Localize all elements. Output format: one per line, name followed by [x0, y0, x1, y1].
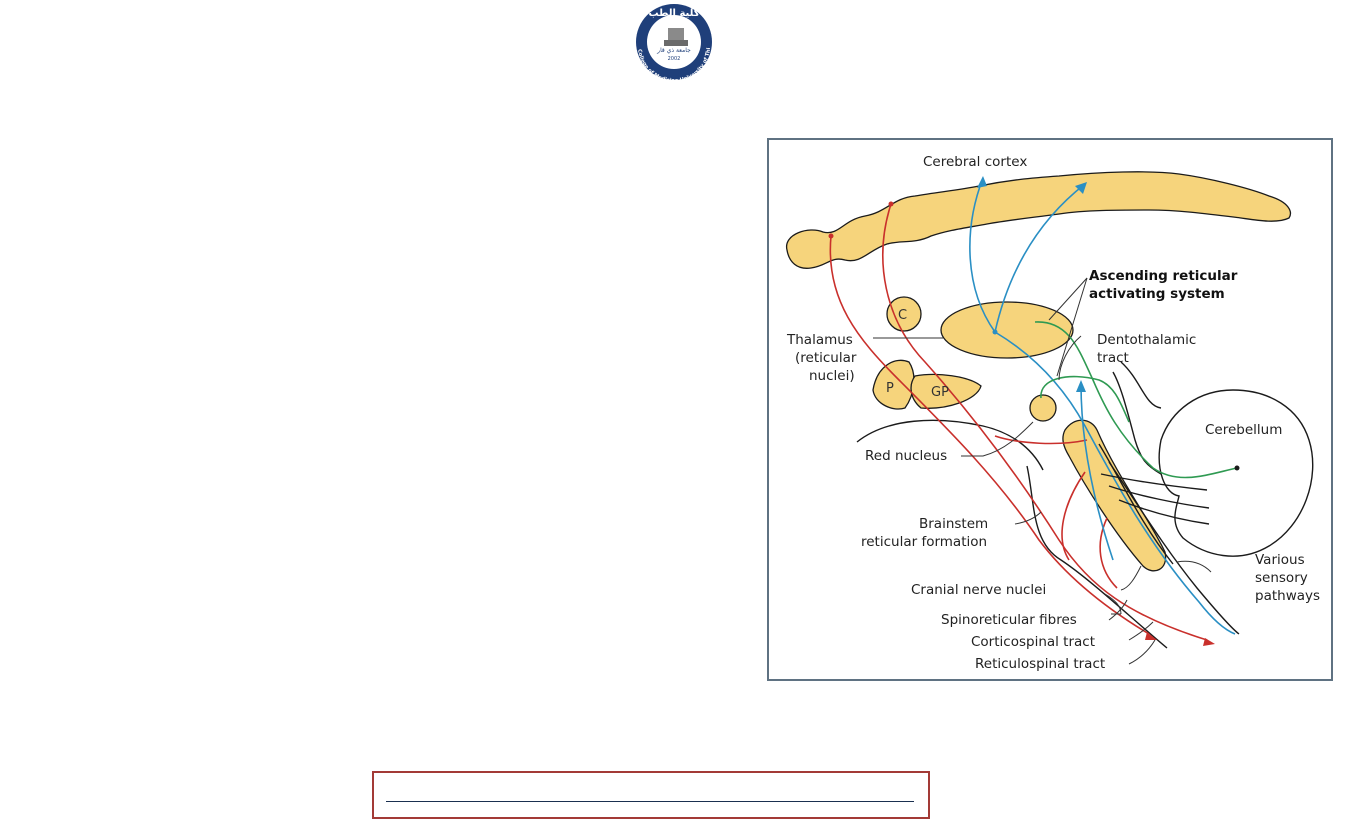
label-cranial-nerve-nuclei: Cranial nerve nuclei: [911, 582, 1046, 598]
thalamus-shape: [940, 301, 1074, 359]
label-reticulospinal-tract: Reticulospinal tract: [975, 656, 1105, 672]
label-cerebellum: Cerebellum: [1205, 422, 1282, 438]
label-aras-line1: Ascending reticular: [1089, 268, 1238, 284]
label-caudate: C: [898, 308, 907, 323]
label-red-nucleus: Red nucleus: [865, 448, 947, 464]
label-putamen: P: [886, 381, 894, 396]
reticular-formation-shape: [1062, 419, 1167, 572]
label-cerebral-cortex: Cerebral cortex: [923, 154, 1027, 170]
label-corticospinal-tract: Corticospinal tract: [971, 634, 1095, 650]
footer-box: [372, 771, 930, 819]
label-sensory-line3: pathways: [1255, 588, 1320, 604]
label-dentothalamic-line2: tract: [1097, 350, 1129, 366]
caudate-shape: [886, 296, 922, 332]
label-thalamus-line3: nuclei): [809, 368, 855, 384]
label-dentothalamic-line1: Dentothalamic: [1097, 332, 1196, 348]
label-globus-pallidus: GP: [931, 385, 949, 400]
label-thalamus-line2: (reticular: [795, 350, 857, 366]
label-sensory-line2: sensory: [1255, 570, 1308, 586]
cerebellum-shape: [1158, 389, 1314, 557]
label-aras-line2: activating system: [1089, 286, 1225, 302]
label-thalamus-line1: Thalamus: [786, 332, 853, 348]
logo-year: 2002: [668, 56, 681, 62]
label-brainstem-line1: Brainstem: [919, 516, 988, 532]
label-brainstem-line2: reticular formation: [861, 534, 987, 550]
logo-arabic-university: جامعة ذي قار: [656, 47, 691, 54]
footer-rule: [386, 801, 914, 802]
cerebral-cortex-shape: [786, 171, 1292, 269]
logo-arabic-title: كلية الطب: [648, 8, 699, 19]
college-logo: كلية الطب جامعة ذي قار 2002 College of M…: [616, 0, 730, 84]
label-spinoreticular-fibres: Spinoreticular fibres: [941, 612, 1077, 628]
label-sensory-line1: Various: [1255, 552, 1305, 568]
reticular-formation-figure: Cerebral cortex Ascending reticular acti…: [767, 138, 1333, 681]
red-nucleus-shape: [1029, 394, 1057, 422]
